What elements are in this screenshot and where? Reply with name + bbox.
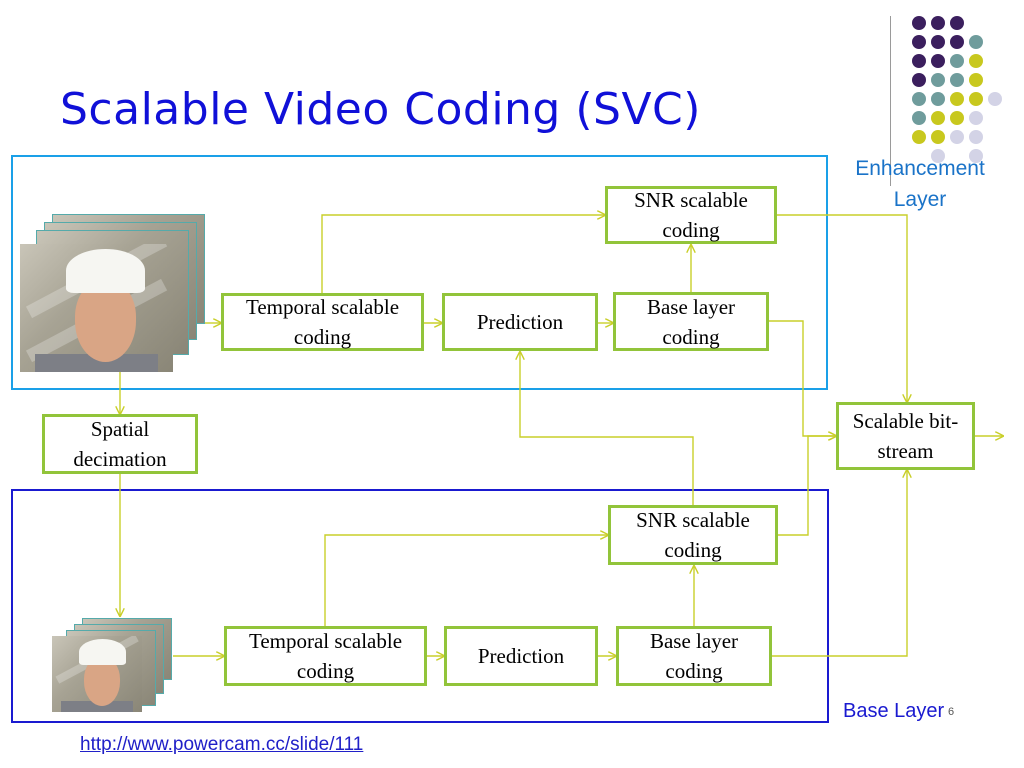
- decorative-dot: [969, 73, 983, 87]
- source-link[interactable]: http://www.powercam.cc/slide/111: [80, 734, 364, 755]
- decorative-dot: [950, 130, 964, 144]
- enhancement-prediction-box: Prediction: [442, 293, 598, 351]
- decorative-dot: [931, 111, 945, 125]
- enhancement-snr-coding-box: SNR scalable coding: [605, 186, 777, 244]
- decorative-dot: [950, 54, 964, 68]
- arrow-base-snr-to-bitstream: [778, 436, 836, 536]
- decorative-dot: [969, 35, 983, 49]
- enhancement-layer-label: Enhancement Layer: [855, 157, 985, 211]
- decorative-dot: [912, 35, 926, 49]
- arrow-base-basecoding-to-bitstream: [772, 470, 907, 657]
- decorative-dot: [912, 54, 926, 68]
- face-image: [20, 244, 173, 372]
- arrow-snr-to-bitstream: [777, 214, 907, 402]
- slide-title: Scalable Video Coding (SVC): [60, 84, 701, 135]
- decorative-dot: [969, 111, 983, 125]
- decorative-dot: [912, 92, 926, 106]
- decorative-dot: [950, 73, 964, 87]
- decorative-dot: [969, 92, 983, 106]
- decorative-dot: [950, 16, 964, 30]
- slide-number: 6: [948, 706, 955, 718]
- decorative-dot: [912, 130, 926, 144]
- decorative-dot: [931, 130, 945, 144]
- arrow-basesnr-to-prediction: [520, 352, 694, 505]
- decorative-dot: [931, 92, 945, 106]
- decorative-dot: [912, 111, 926, 125]
- decorative-dot: [969, 130, 983, 144]
- decorative-dot: [969, 149, 983, 163]
- decorative-dot: [931, 149, 945, 163]
- decorative-dot: [931, 73, 945, 87]
- enhancement-base-layer-coding-box: Base layer coding: [613, 292, 769, 351]
- enhancement-layer-frame: [11, 155, 828, 390]
- scalable-bitstream-box: Scalable bit-stream: [836, 402, 975, 470]
- decorative-dot: [969, 54, 983, 68]
- decorative-dot: [912, 16, 926, 30]
- base-prediction-box: Prediction: [444, 626, 598, 686]
- face-image: [52, 636, 142, 712]
- base-layer-frame: [11, 489, 829, 723]
- base-base-layer-coding-box: Base layer coding: [616, 626, 772, 686]
- base-temporal-coding-box: Temporal scalable coding: [224, 626, 427, 686]
- decorative-dot: [931, 16, 945, 30]
- decorative-divider: [890, 16, 891, 186]
- base-layer-label: Base Layer: [843, 700, 945, 722]
- decorative-dot: [950, 92, 964, 106]
- decorative-dot: [950, 111, 964, 125]
- decorative-dot: [931, 35, 945, 49]
- arrow-base-temporal-to-snr: [324, 535, 608, 626]
- decorative-dot: [931, 54, 945, 68]
- decorative-dot: [912, 73, 926, 87]
- decorative-dot: [950, 35, 964, 49]
- decorative-dot-grid: [912, 16, 1002, 163]
- base-snr-coding-box: SNR scalable coding: [608, 505, 778, 565]
- arrow-basecoding-to-bitstream: [769, 320, 836, 436]
- spatial-decimation-box: Spatial decimation: [42, 414, 198, 474]
- decorative-dot: [988, 92, 1002, 106]
- arrow-temporal-to-snr: [321, 215, 605, 293]
- enhancement-temporal-coding-box: Temporal scalable coding: [221, 293, 424, 351]
